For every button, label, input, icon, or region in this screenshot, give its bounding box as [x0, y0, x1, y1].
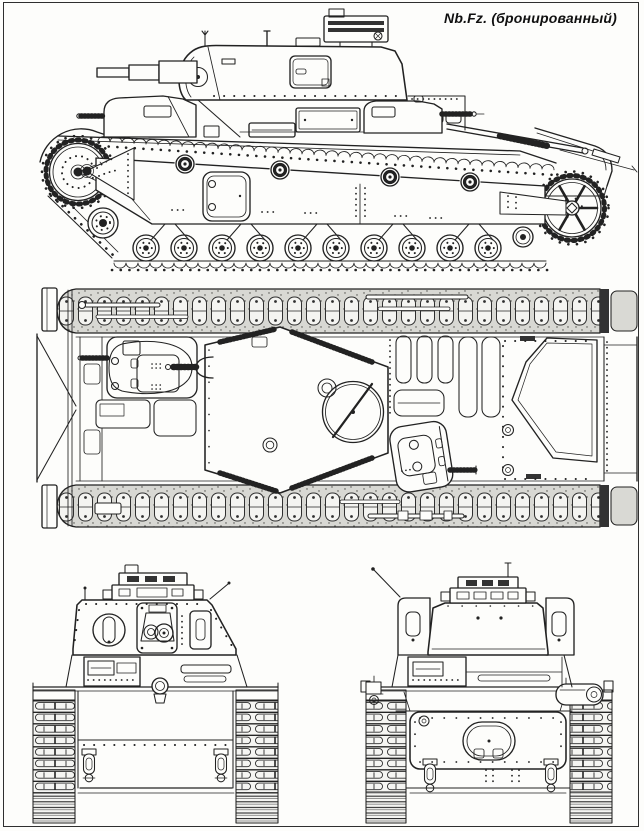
tow-shackle [213, 748, 229, 783]
intake-guard-plate [511, 337, 598, 463]
view-front [32, 564, 279, 824]
rear-oval-hatch [462, 721, 516, 761]
side-main-turret [178, 8, 408, 101]
view-side-elevation [39, 8, 638, 272]
front-tracks [32, 689, 279, 824]
muffler [555, 683, 604, 706]
front-superstructure [65, 651, 248, 688]
driver-visor-box [83, 656, 141, 687]
tail-light [365, 681, 382, 695]
view-rear [360, 562, 614, 824]
antenna [504, 562, 512, 578]
rear-visor-box [407, 656, 467, 687]
side-rear-mg-turret [363, 95, 485, 134]
view-plan-top [36, 287, 638, 529]
headlight [151, 677, 169, 695]
rear-tracks [360, 680, 614, 824]
top-track-bands [56, 288, 638, 528]
figure-title: Nb.Fz. (бронированный) [444, 10, 617, 26]
commander-cupola [321, 380, 385, 444]
turret-round-hatch [92, 613, 126, 647]
turret-side-hatch [289, 55, 332, 89]
gun-mantlet [195, 356, 214, 379]
front-cupola [102, 564, 204, 601]
side-running-gear [39, 128, 602, 262]
rear-hull [365, 675, 604, 794]
top-main-turret [164, 326, 389, 494]
top-rear-mg-turret [389, 420, 479, 493]
top-engine-deck [389, 335, 598, 480]
tow-shackle [81, 748, 97, 783]
side-hull [57, 95, 638, 201]
skirt-access-hatch [202, 171, 251, 222]
side-front-mg-turret [76, 95, 197, 138]
rear-superstructure [391, 651, 573, 688]
front-mudguard-arc [39, 128, 113, 163]
rear-turret [371, 567, 575, 656]
fender-line [57, 135, 557, 164]
rear-cupola [440, 562, 536, 604]
side-gun [96, 60, 198, 84]
gun-mantlet-front [136, 602, 178, 654]
antenna [263, 30, 271, 47]
side-skirt-armour [95, 151, 567, 241]
top-front-mg-turret [77, 336, 198, 437]
bow-plate [85, 147, 135, 201]
front-hull [32, 677, 279, 794]
front-turret [72, 581, 237, 656]
